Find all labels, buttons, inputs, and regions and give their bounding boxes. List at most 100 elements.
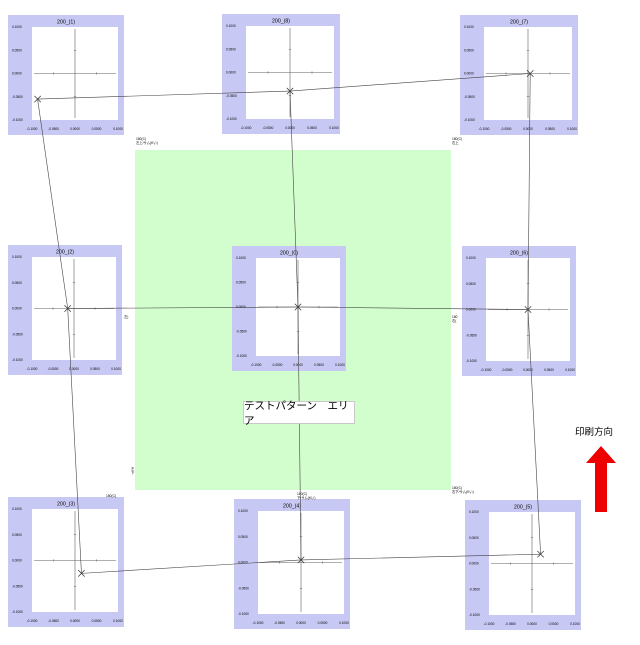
x-tick-label: -0.0500 [274, 621, 285, 625]
y-tick-label: 0.1000 [464, 25, 474, 29]
x-tick-label: 0.0000 [285, 126, 295, 130]
y-tick-label: 0.0000 [12, 559, 22, 563]
x-tick-label: 0.0000 [70, 619, 80, 623]
y-tick-label: 0.0000 [464, 72, 474, 76]
y-tick-label: -0.0500 [238, 586, 249, 590]
x-tick-label: -0.1000 [27, 367, 38, 371]
y-tick-label: -0.0500 [12, 95, 23, 99]
y-tick-label: -0.1000 [12, 610, 23, 614]
connection-line [297, 306, 302, 560]
y-tick-label: 0.0500 [464, 48, 474, 52]
x-tick-label: 0.0500 [314, 363, 324, 367]
y-tick-label: -0.1000 [464, 118, 475, 122]
connection-line [81, 559, 302, 574]
connection-line [67, 308, 82, 574]
x-tick-label: -0.0500 [263, 126, 274, 130]
panel-title: 200_(8) [272, 19, 290, 25]
plot-panel-p6: 200_(6)0.10000.05000.0000-0.0500-0.1000-… [462, 246, 576, 376]
connection-line [37, 99, 68, 309]
y-tick-label: -0.0500 [464, 95, 475, 99]
connection-line [67, 306, 299, 309]
connection-line [297, 306, 529, 310]
panel-title: 200_(4) [283, 504, 301, 510]
panel-title: 200_(0) [280, 251, 298, 257]
plot-panel-p5: 200_(5)0.10000.05000.0000-0.0500-0.1000-… [465, 500, 581, 630]
y-tick-label: 0.0000 [466, 308, 476, 312]
x-tick-label: -0.0500 [48, 367, 59, 371]
x-tick-label: 0.1000 [565, 368, 575, 372]
corner-label-tl: 180(C)左上/サム(Kい) [136, 137, 158, 145]
x-tick-label: 0.0500 [92, 619, 102, 623]
x-tick-label: 0.0500 [545, 127, 555, 131]
y-tick-label: 0.1000 [12, 507, 22, 511]
corner-label-tr: 180(C)右上 [452, 137, 462, 145]
x-tick-label: 0.0500 [92, 127, 102, 131]
plot-panel-p2: 200_(2)0.10000.05000.0000-0.0500-0.1000-… [8, 245, 122, 375]
x-tick-label: 0.0000 [296, 621, 306, 625]
connection-line [527, 309, 541, 555]
x-tick-label: -0.0500 [48, 619, 59, 623]
x-tick-label: -0.0500 [272, 363, 283, 367]
y-tick-label: -0.0500 [236, 330, 247, 334]
x-tick-label: 0.0500 [318, 621, 328, 625]
y-tick-label: 0.0500 [238, 535, 248, 539]
corner-label-bc: 180(C)下/サム(Kい) [297, 492, 315, 500]
x-tick-label: 0.1000 [329, 126, 339, 130]
y-tick-label: -0.0500 [12, 332, 23, 336]
panel-title: 200_(6) [510, 251, 528, 257]
x-tick-label: -0.1000 [27, 619, 38, 623]
connection-line [37, 90, 291, 100]
y-tick-label: 0.0500 [466, 282, 476, 286]
x-tick-label: -0.1000 [251, 363, 262, 367]
panels-layer: 200_(1) 0.1000 0.0500 0.0000 -0.0500 -0.1000 -… [8, 14, 581, 630]
connection-line [300, 553, 541, 561]
x-tick-label: 0.0500 [90, 367, 100, 371]
y-tick-label: 0.0500 [12, 533, 22, 537]
corner-label-bl2: 180(C) [106, 494, 116, 498]
x-tick-label: 0.1000 [570, 622, 580, 626]
y-tick-label: -0.1000 [12, 358, 23, 362]
panel-title: 200_(1) [57, 20, 75, 26]
x-tick-label: 0.1000 [113, 127, 123, 131]
connection-lines-layer [37, 73, 541, 574]
y-tick-label: 0.1000 [466, 256, 476, 260]
x-tick-label: 0.0000 [527, 622, 537, 626]
y-tick-label: -0.1000 [238, 612, 249, 616]
print-direction-arrow-icon [586, 446, 616, 512]
y-tick-label: 0.1000 [12, 255, 22, 259]
x-tick-label: 0.1000 [339, 621, 349, 625]
y-tick-label: 0.0000 [12, 307, 22, 311]
y-tick-label: 0.0500 [12, 281, 22, 285]
x-tick-label: 0.0000 [523, 127, 533, 131]
y-tick-label: 0.1000 [226, 24, 236, 28]
y-tick-label: 0.1000 [236, 256, 246, 260]
y-tick-label: 0.1000 [469, 510, 479, 514]
test-area-label: テストパターン エリア [243, 400, 355, 427]
y-tick-label: -0.1000 [226, 117, 237, 121]
x-tick-label: -0.1000 [479, 127, 490, 131]
x-tick-label: -0.1000 [27, 127, 38, 131]
y-tick-label: 0.0000 [226, 71, 236, 75]
x-tick-label: 0.0500 [544, 368, 554, 372]
connection-line [289, 91, 299, 308]
x-tick-label: 0.1000 [113, 619, 123, 623]
x-tick-label: -0.1000 [481, 368, 492, 372]
plot-panel-p3: 200_(3)0.10000.05000.0000-0.0500-0.1000-… [8, 497, 124, 627]
y-tick-label: 0.1000 [12, 25, 22, 29]
y-tick-label: -0.1000 [466, 359, 477, 363]
y-tick-label: -0.0500 [12, 584, 23, 588]
y-tick-label: 0.1000 [238, 509, 248, 513]
y-tick-label: -0.0500 [469, 587, 480, 591]
panel-title: 200_(5) [514, 505, 532, 511]
x-tick-label: 0.1000 [335, 363, 345, 367]
x-tick-label: -0.1000 [241, 126, 252, 130]
x-tick-label: 0.0000 [293, 363, 303, 367]
y-tick-label: 0.0000 [12, 72, 22, 76]
x-tick-label: -0.1000 [484, 622, 495, 626]
x-tick-label: 0.1000 [567, 127, 577, 131]
plot-panel-p4: 200_(4) 0.1000 0.0500 0.0000 -0.0500 -0.1000 -… [234, 499, 350, 629]
corner-label-ml: 左) [124, 314, 128, 319]
y-tick-label: 0.0500 [12, 48, 22, 52]
plot-panel-p0: 200_(0) 0.1000 0.0500 0.0000 -0.0500 -0.1000 -… [232, 246, 346, 371]
